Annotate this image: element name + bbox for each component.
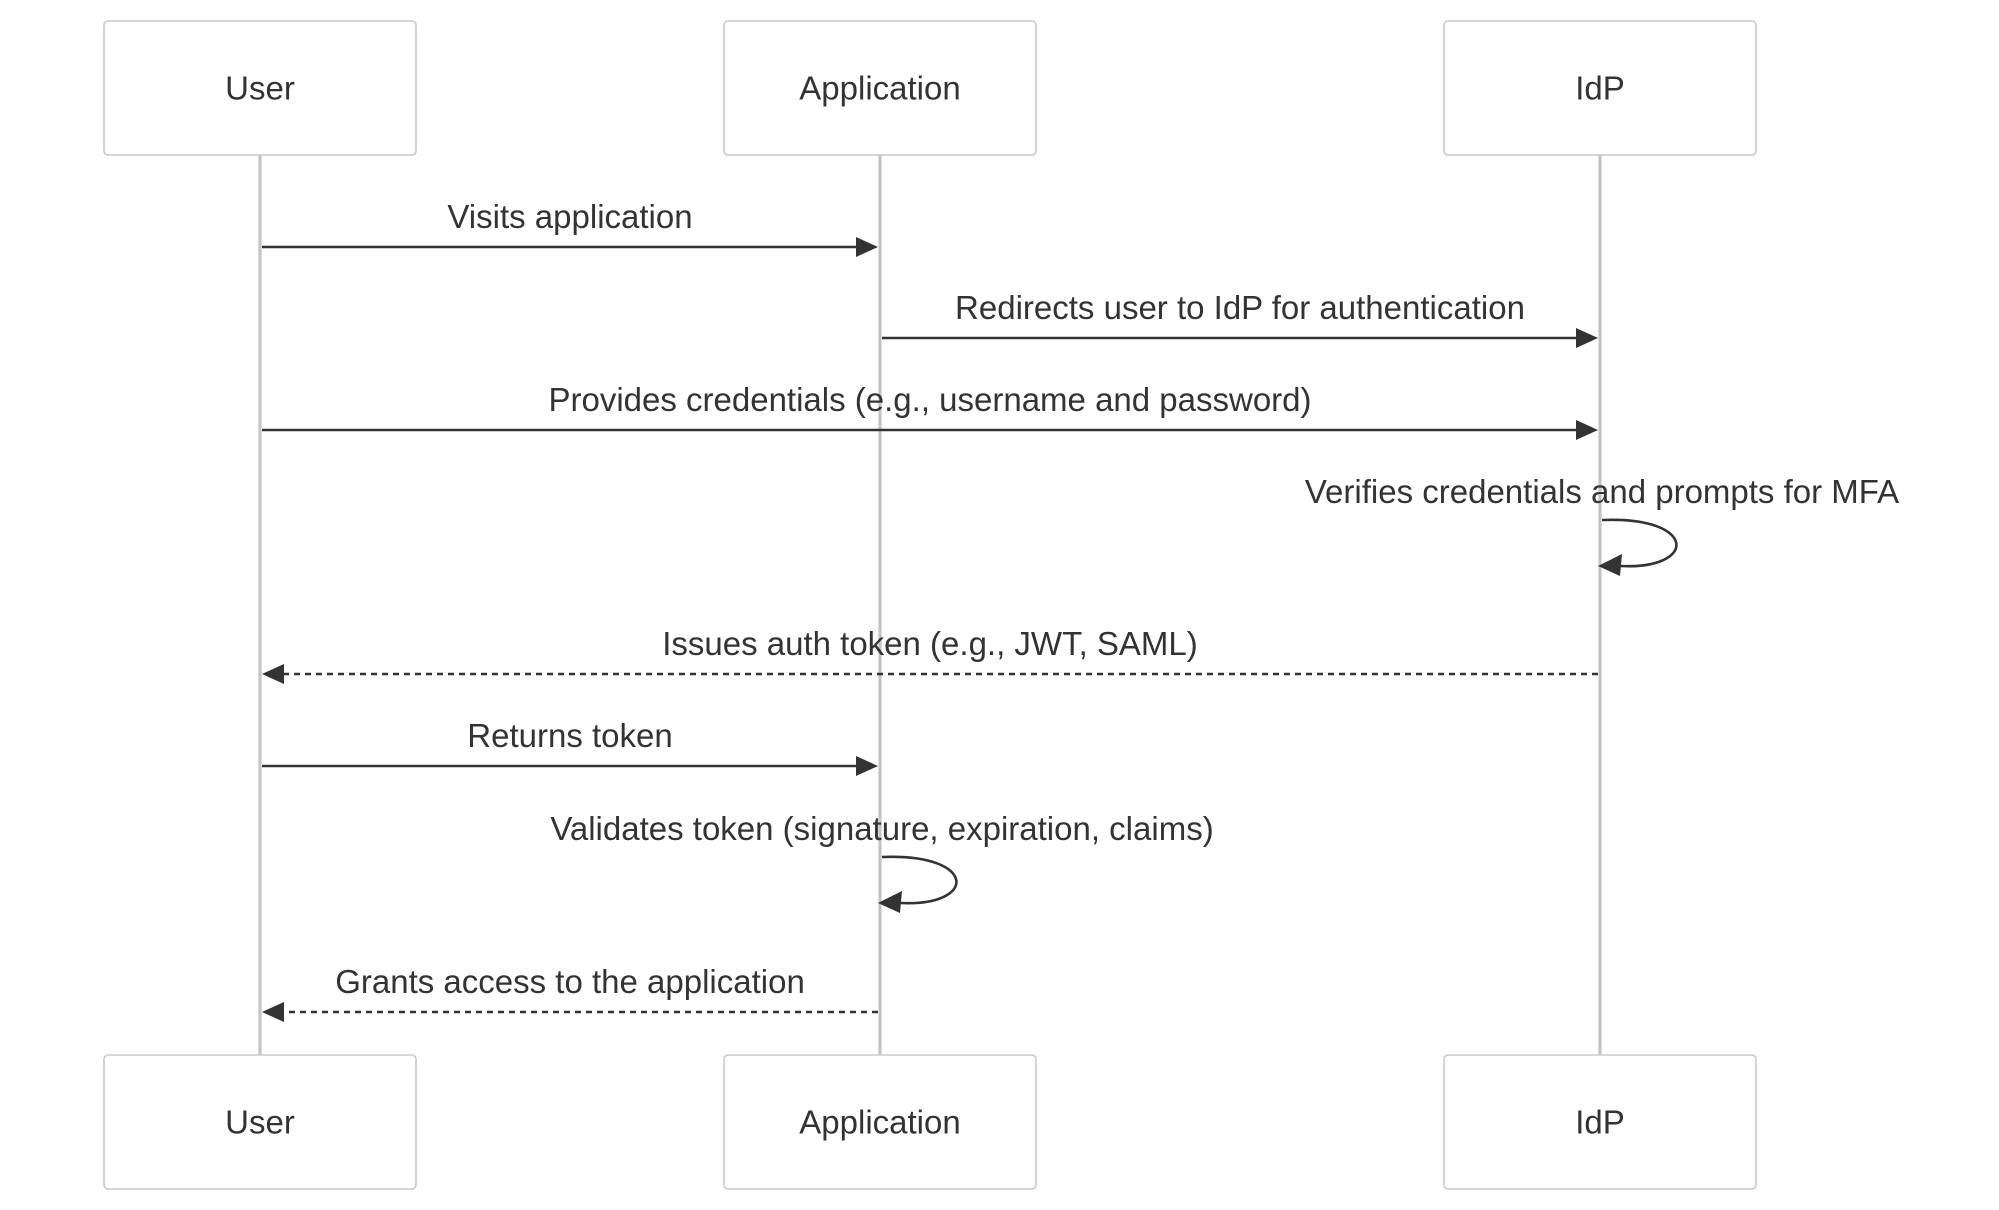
message-label: Verifies credentials and prompts for MFA	[1305, 473, 1899, 510]
participant-label: Application	[799, 1104, 960, 1141]
message-label: Provides credentials (e.g., username and…	[548, 381, 1311, 418]
participant-box	[1443, 1054, 1757, 1190]
arrowhead	[856, 756, 878, 776]
message-label: Validates token (signature, expiration, …	[550, 810, 1213, 847]
message-line	[881, 855, 958, 905]
participant-app-top: Application	[723, 20, 1037, 156]
message-6: Returns token	[262, 717, 878, 776]
message-4: Verifies credentials and prompts for MFA	[1305, 473, 1899, 576]
participant-label: IdP	[1575, 70, 1625, 107]
participant-label: IdP	[1575, 1104, 1625, 1141]
message-label: Returns token	[467, 717, 672, 754]
message-7: Validates token (signature, expiration, …	[550, 810, 1214, 913]
arrowhead	[1576, 420, 1598, 440]
message-label: Visits application	[447, 198, 692, 235]
lifelines	[258, 155, 1602, 1055]
participant-box	[103, 20, 417, 156]
arrowhead	[878, 891, 902, 913]
participant-idp-top: IdP	[1443, 20, 1757, 156]
participant-user-bottom: User	[103, 1054, 417, 1190]
participant-box	[103, 1054, 417, 1190]
message-5: Issues auth token (e.g., JWT, SAML)	[262, 625, 1598, 684]
participant-label: User	[225, 1104, 295, 1141]
arrowhead	[1598, 554, 1622, 576]
message-label: Grants access to the application	[335, 963, 805, 1000]
participant-box	[723, 1054, 1037, 1190]
participant-label: User	[225, 70, 295, 107]
message-1: Visits application	[262, 198, 878, 257]
message-8: Grants access to the application	[262, 963, 878, 1022]
participant-box	[1443, 20, 1757, 156]
participant-idp-bottom: IdP	[1443, 1054, 1757, 1190]
participant-app-bottom: Application	[723, 1054, 1037, 1190]
message-2: Redirects user to IdP for authentication	[882, 289, 1598, 348]
message-label: Issues auth token (e.g., JWT, SAML)	[662, 625, 1198, 662]
message-line	[1601, 518, 1678, 568]
message-label: Redirects user to IdP for authentication	[955, 289, 1525, 326]
arrowhead	[262, 664, 284, 684]
arrowhead	[856, 237, 878, 257]
participant-label: Application	[799, 70, 960, 107]
message-3: Provides credentials (e.g., username and…	[262, 381, 1598, 440]
arrowhead	[1576, 328, 1598, 348]
participant-user-top: User	[103, 20, 417, 156]
participant-box	[723, 20, 1037, 156]
arrowhead	[262, 1002, 284, 1022]
